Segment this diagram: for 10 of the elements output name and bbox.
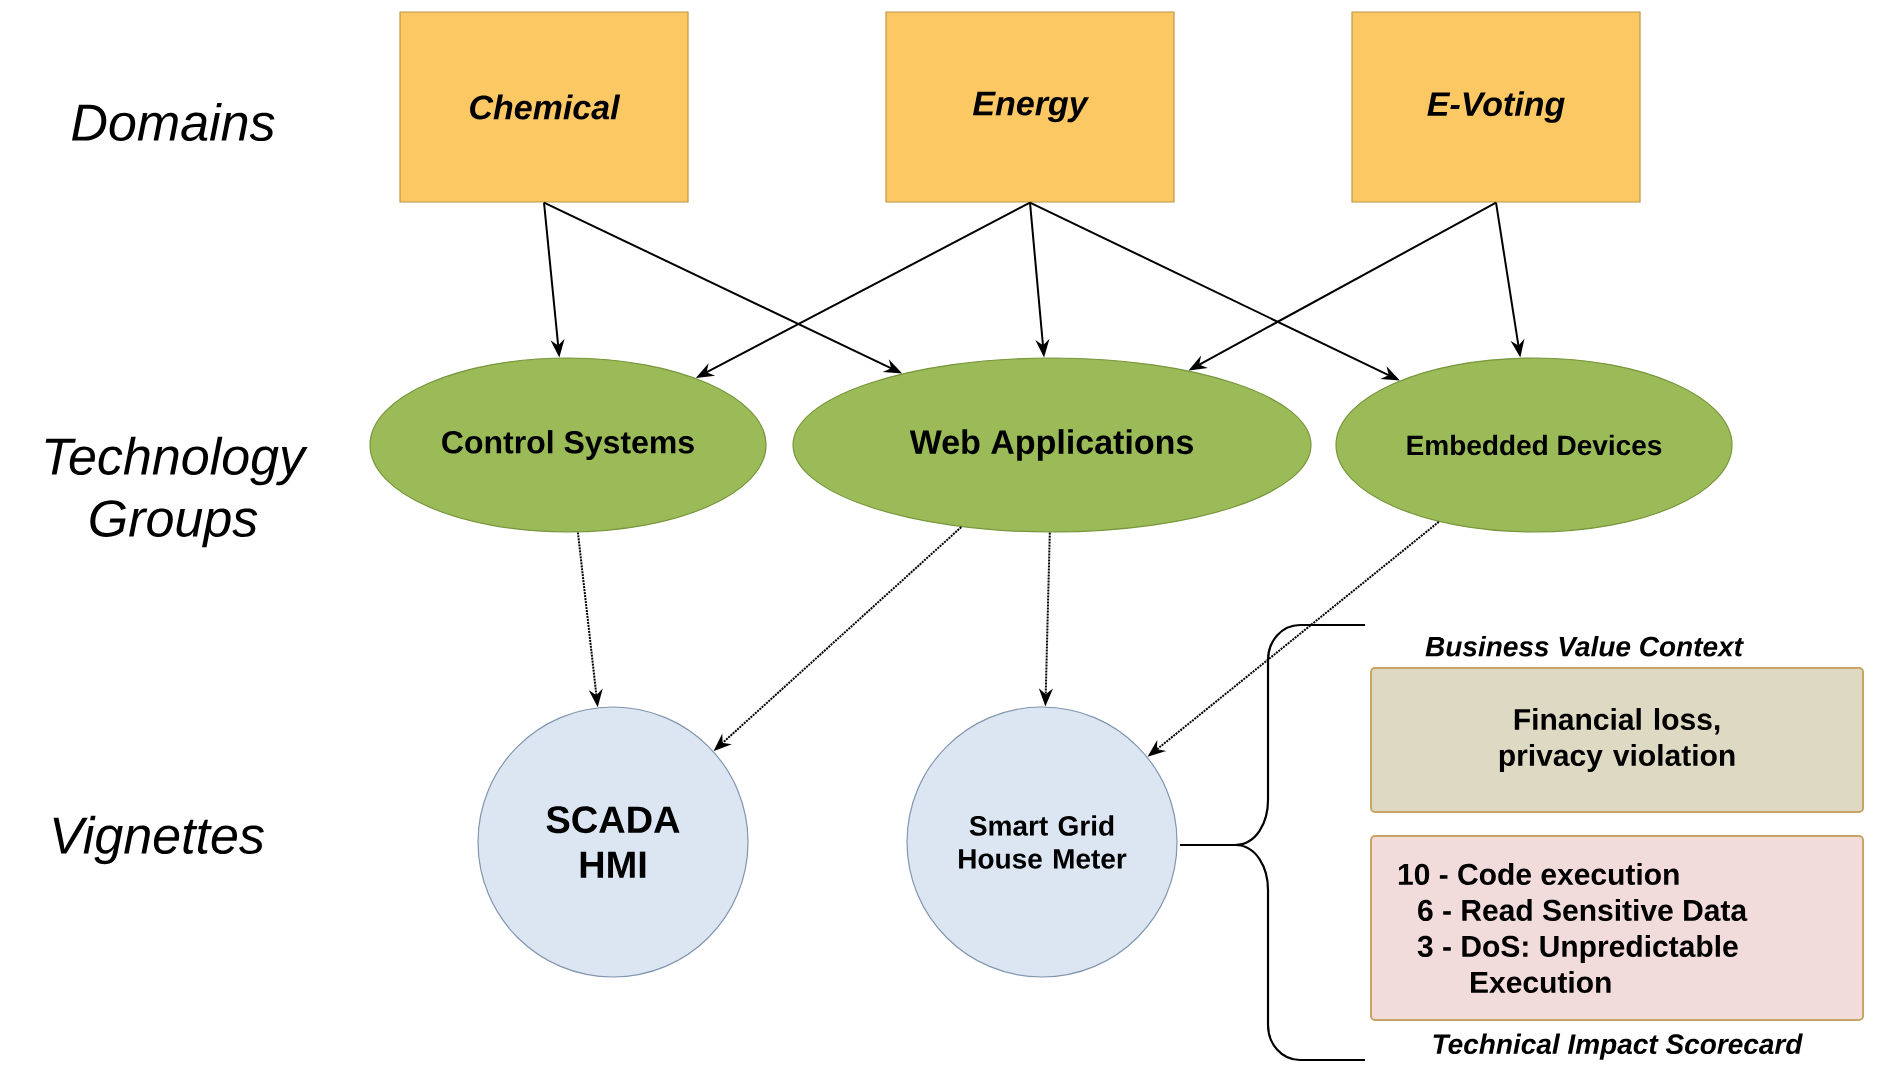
scorecard-box: 10 - Code execution 6 - Read Sensitive Data 3 - DoS: Unpredictable Execution xyxy=(1370,835,1864,1021)
box-heading: Technical Impact Scorecard xyxy=(1433,1033,1803,1060)
domain-box: Chemical xyxy=(399,11,689,203)
row-label: Domains xyxy=(72,102,275,142)
row-label: Technology Groups xyxy=(45,436,308,548)
domain-box: E-Voting xyxy=(1351,11,1641,203)
row-label: Vignettes xyxy=(53,815,264,865)
impact-box: Financial loss, privacy violation xyxy=(1370,667,1864,813)
domain-box: Energy xyxy=(885,11,1175,203)
box-heading: Business Value Context xyxy=(1425,635,1744,657)
